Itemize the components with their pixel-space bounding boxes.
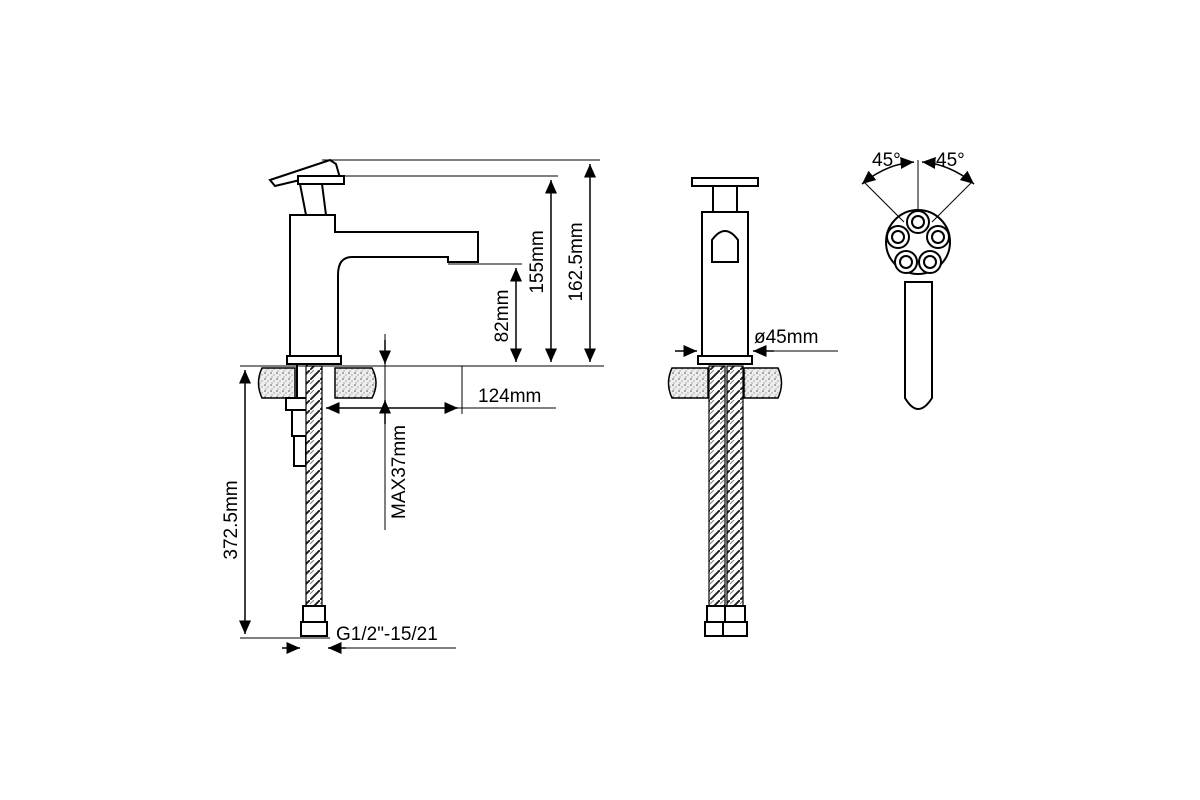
dim-height-total: 162.5mm (566, 222, 587, 301)
front-countertop (667, 367, 783, 399)
side-faucet-body (289, 214, 479, 359)
dim-thread: G1/2"-15/21 (336, 624, 438, 645)
side-braided-hose (305, 365, 323, 607)
front-outlet-opening (711, 230, 739, 263)
side-hose-connector (300, 605, 328, 637)
dim-angle-right: 45° (936, 150, 965, 171)
dim-base-diameter: ø45mm (754, 327, 818, 348)
front-braided-hose-right (726, 365, 744, 607)
dim-max-deck: MAX37mm (389, 425, 410, 519)
top-handle-lever (904, 281, 933, 410)
side-countertop (257, 367, 377, 399)
top-knob (885, 209, 951, 275)
dim-hose-length: 372.5mm (221, 480, 242, 559)
dim-angle-left: 45° (872, 150, 901, 171)
dim-reach: 124mm (478, 386, 541, 407)
side-base-ring (286, 355, 342, 365)
front-view: ø45mm (667, 177, 838, 637)
front-handle-cap (691, 177, 759, 187)
dim-height-spout: 155mm (527, 230, 548, 293)
side-view: 162.5mm 155mm 82mm 124mm MAX37mm 372.5mm… (221, 158, 604, 654)
top-view: 45° 45° (861, 150, 975, 410)
dim-height-outlet: 82mm (492, 290, 513, 343)
front-braided-hose-left (708, 365, 726, 607)
front-hose-connectors (704, 605, 748, 637)
side-handle (268, 158, 345, 216)
